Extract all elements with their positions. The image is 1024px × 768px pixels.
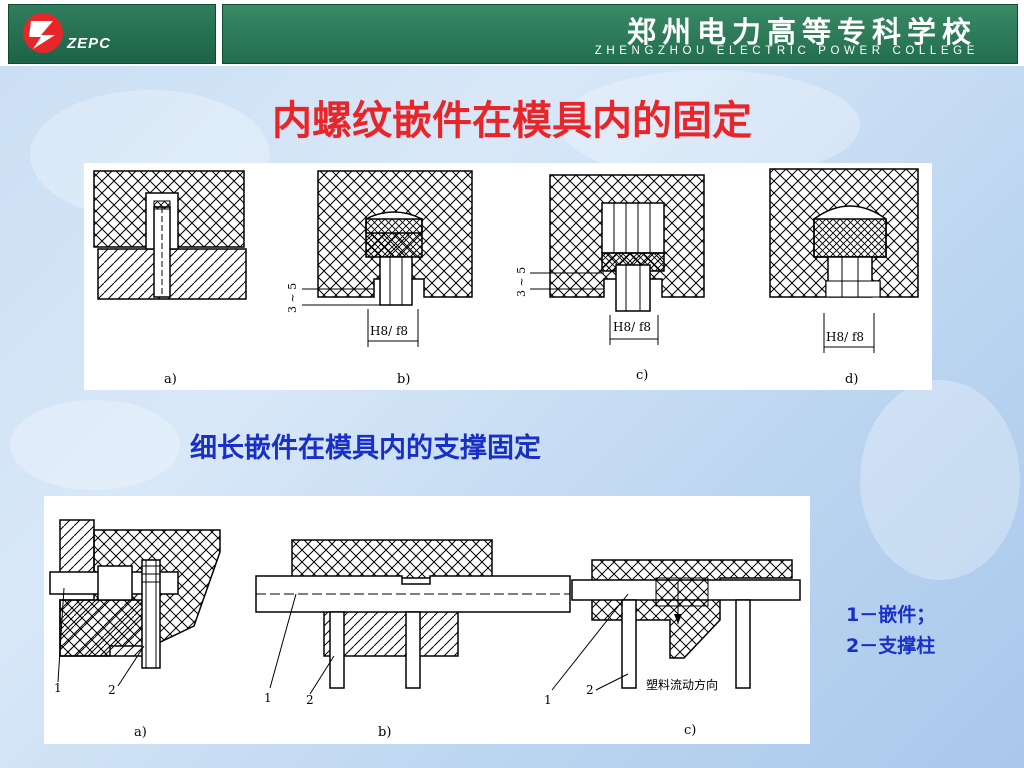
college-name-en: ZHENGZHOU ELECTRIC POWER COLLEGE — [594, 45, 979, 57]
panel-label-b: b) — [378, 725, 391, 740]
part-number: 1 — [54, 681, 62, 695]
dimension-label: H8/ f8 — [370, 324, 408, 338]
background-cloud — [860, 380, 1020, 580]
logo-text: ZEPC — [67, 35, 112, 52]
panel-label-a: a) — [164, 372, 177, 387]
slide-title: 内螺纹嵌件在模具内的固定 — [272, 97, 752, 144]
figure-a-support — [49, 519, 221, 687]
college-logo: ZEPC — [8, 4, 216, 64]
header-banner: ZEPC 郑州电力高等专科学校 ZHENGZHOU ELECTRIC POWER… — [0, 0, 1024, 66]
figure-c-threaded — [530, 174, 705, 345]
college-banner: 郑州电力高等专科学校 ZHENGZHOU ELECTRIC POWER COLL… — [222, 4, 1018, 64]
part-number: 2 — [306, 693, 314, 707]
threaded-insert-drawing: 3 ~ 5 H8/ f8 3 ~ 5 H8/ f8 H8/ f8 a) b) c… — [93, 168, 919, 387]
section-subtitle: 细长嵌件在模具内的支撑固定 — [190, 433, 541, 464]
figure-b-support — [255, 539, 571, 695]
part-number: 2 — [586, 683, 594, 697]
flow-direction-label: 塑料流动方向 — [646, 677, 718, 692]
part-number: 1 — [264, 691, 272, 705]
zepc-emblem-icon — [23, 13, 63, 53]
dimension-label: H8/ f8 — [613, 320, 651, 334]
panel-label-c: c) — [684, 723, 696, 738]
background-cloud — [560, 70, 860, 180]
background-cloud — [10, 400, 180, 490]
figure-c-support — [551, 559, 801, 691]
figure-a-threaded — [93, 170, 247, 300]
figure-d-threaded — [769, 168, 919, 353]
legend-item-insert: 1－嵌件； — [846, 604, 936, 626]
panel-label-b: b) — [397, 372, 410, 387]
legend-item-support-pillar: 2－支撑柱 — [846, 635, 936, 657]
college-name-cn: 郑州电力高等专科学校 — [626, 15, 977, 49]
panel-label-a: a) — [134, 725, 147, 740]
slender-insert-drawing: 1 2 1 2 1 2 塑料流动方向 a) b) c) — [49, 519, 801, 740]
part-number: 2 — [108, 683, 116, 697]
dimension-label: 3 ~ 5 — [515, 267, 528, 297]
dimension-label: H8/ f8 — [826, 330, 864, 344]
panel-label-c: c) — [636, 368, 648, 383]
slender-insert-figure: 1 2 1 2 1 2 塑料流动方向 a) b) c) — [44, 496, 810, 744]
threaded-insert-figure: 3 ~ 5 H8/ f8 3 ~ 5 H8/ f8 H8/ f8 a) b) c… — [84, 163, 932, 390]
panel-label-d: d) — [845, 372, 858, 387]
part-number: 1 — [544, 693, 552, 707]
dimension-label: 3 ~ 5 — [286, 283, 299, 313]
parts-legend: 1－嵌件； 2－支撑柱 — [846, 600, 935, 662]
figure-b-threaded — [302, 170, 473, 347]
